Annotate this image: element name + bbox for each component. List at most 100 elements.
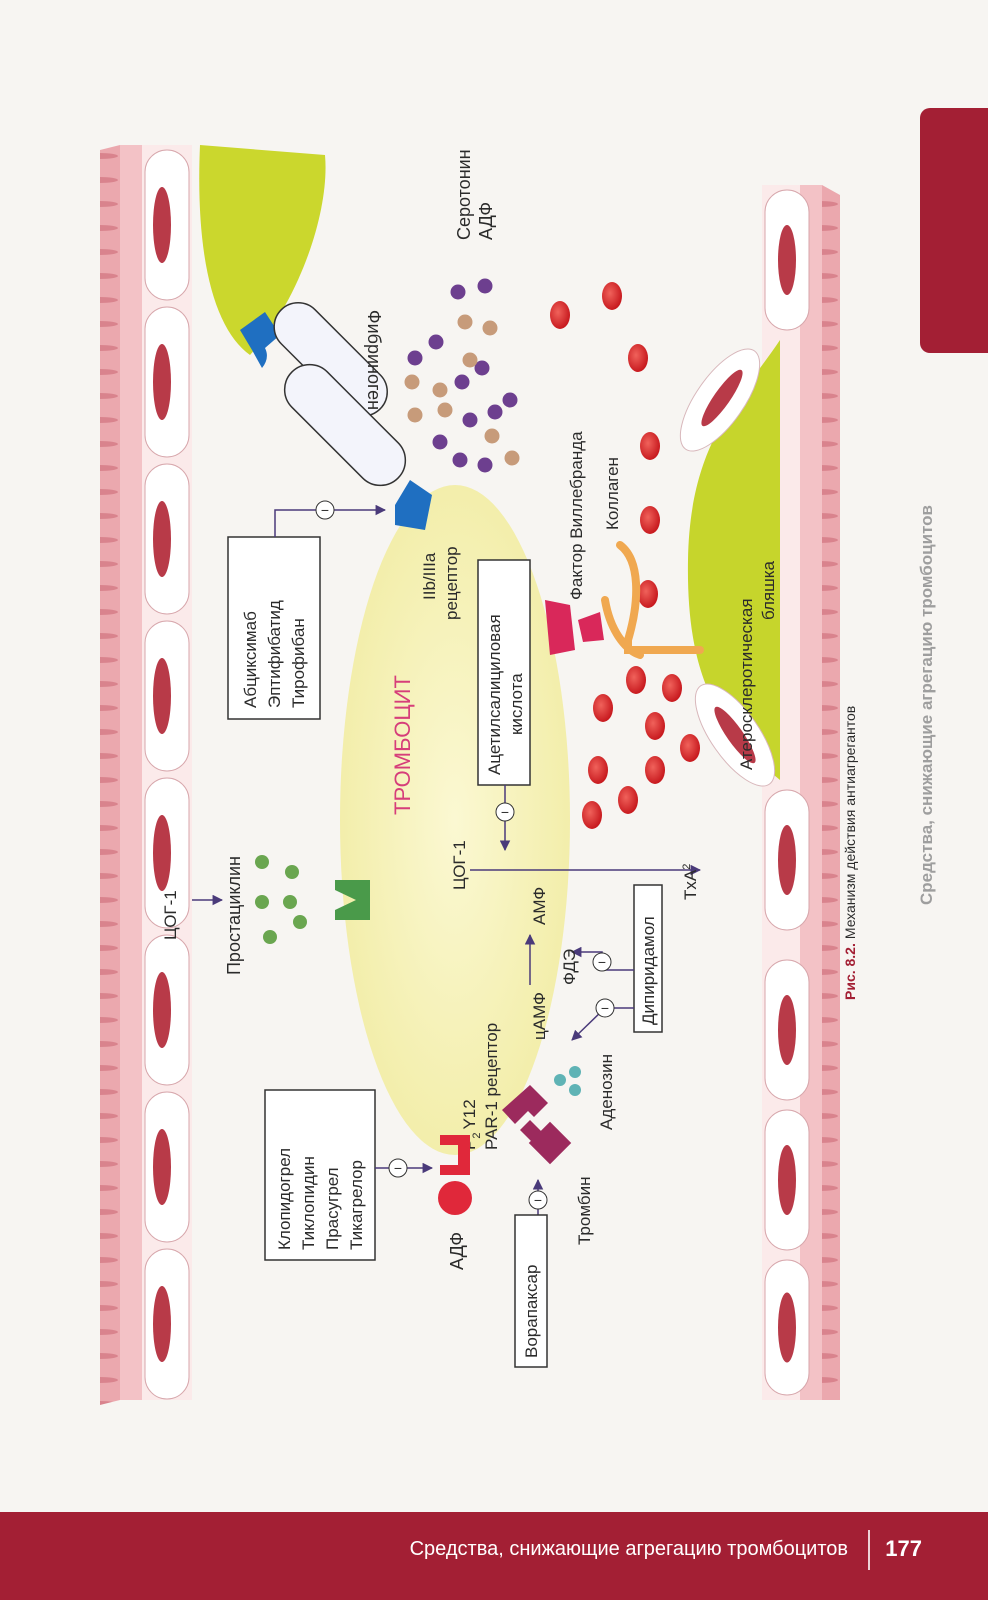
red-blood-cell xyxy=(640,506,660,534)
chapter-tab xyxy=(920,108,988,353)
atherosclerotic-plaque: Атеросклеротическая бляшка xyxy=(679,340,780,787)
amp-label: АМФ xyxy=(530,887,549,925)
red-blood-cells xyxy=(550,282,700,829)
drug-eptifibatide: Эптифибатид xyxy=(265,600,284,708)
serotonin-granule xyxy=(477,278,493,294)
par1-receptor xyxy=(502,1085,572,1165)
drug-prasugrel: Прасугрел xyxy=(323,1167,342,1250)
adp-granule xyxy=(484,428,500,444)
vorapaxar-label: Ворапаксар xyxy=(522,1265,541,1358)
cog1-inner-label: ЦОГ-1 xyxy=(450,840,469,890)
adp-granule xyxy=(437,402,453,418)
collagen-label: Коллаген xyxy=(603,457,622,530)
figure-caption: Рис. 8.2. Механизм действия антиагреганто… xyxy=(842,706,858,1000)
drug-ticagrelor: Тикагрелор xyxy=(347,1160,366,1250)
red-blood-cell xyxy=(662,674,682,702)
prostacyclin-receptor xyxy=(335,880,370,920)
dipyridamole-label: Дипиридамол xyxy=(639,916,658,1025)
prostacyclin-label: Простациклин xyxy=(224,856,244,975)
p2y12-sub: 2 xyxy=(471,1133,483,1139)
camp-label: цАМФ xyxy=(530,992,549,1040)
page-footer: Средства, снижающие агрегацию тромбоцито… xyxy=(0,1512,988,1600)
cog1-top-label: ЦОГ-1 xyxy=(161,890,180,940)
red-blood-cell xyxy=(680,734,700,762)
cell-nucleus xyxy=(153,972,171,1048)
minus-p2y12: − xyxy=(394,1160,402,1176)
serotonin-granule xyxy=(428,334,444,350)
adp-granule xyxy=(407,407,423,423)
txa-label: TxA2 xyxy=(681,864,700,900)
adp-granule xyxy=(482,320,498,336)
page-number: 177 xyxy=(885,1536,922,1561)
serotonin-granule xyxy=(462,412,478,428)
serotonin-label: Серотонин xyxy=(454,149,474,240)
cell-nucleus xyxy=(153,187,171,263)
aspirin-label-1: Ацетилсалициловая xyxy=(485,614,504,775)
aspirin-box: Ацетилсалициловая кислота − xyxy=(477,559,531,852)
cell-nucleus xyxy=(778,1292,796,1363)
serotonin-granule xyxy=(477,457,493,473)
caption-prefix: Рис. 8.2. xyxy=(842,943,858,1000)
serotonin-granule xyxy=(432,434,448,450)
vessel-wall-left xyxy=(100,145,192,1405)
minus-adenosine: − xyxy=(601,1000,609,1016)
p2y12-inhibitors-box: Клопидогрел Тиклопидин Прасугрел Тикагре… xyxy=(264,1089,434,1261)
plaque-label-2: бляшка xyxy=(759,560,778,620)
minus-gp: − xyxy=(321,502,329,518)
cell-nucleus xyxy=(153,1286,171,1362)
red-blood-cell xyxy=(645,712,665,740)
cell-nucleus xyxy=(153,501,171,577)
adp-granule xyxy=(462,352,478,368)
iib-label-2: рецептор xyxy=(442,546,461,620)
footer-separator xyxy=(868,1530,870,1570)
minus-vorapaxar: − xyxy=(534,1192,542,1208)
adenosine-label: Аденозин xyxy=(597,1054,616,1130)
red-blood-cell xyxy=(588,756,608,784)
txa-sub: 2 xyxy=(681,864,693,870)
fibrinogen-label: Фибриноген xyxy=(364,310,384,410)
dipyridamole-box: Дипиридамол − − xyxy=(570,884,663,1041)
granules xyxy=(404,278,520,473)
vorapaxar-box: Ворапаксар xyxy=(514,1214,548,1368)
red-blood-cell xyxy=(645,756,665,784)
red-blood-cell xyxy=(640,432,660,460)
adp-granule xyxy=(432,382,448,398)
fibrinogen: Фибриноген xyxy=(240,302,432,530)
thrombin-label: Тромбин xyxy=(575,1177,594,1245)
cell-nucleus xyxy=(778,995,796,1065)
serotonin-granule xyxy=(487,404,503,420)
cell-nucleus xyxy=(153,658,171,734)
adhered-platelet-top xyxy=(199,145,326,355)
txa-main: TxA xyxy=(681,869,700,900)
drug-clopidogrel: Клопидогрел xyxy=(275,1148,294,1250)
red-blood-cell xyxy=(626,666,646,694)
serotonin-granule xyxy=(502,392,518,408)
adf-top-label: АДФ xyxy=(476,202,496,240)
footer-title: Средства, снижающие агрегацию тромбоцито… xyxy=(409,1538,848,1560)
vwf-collagen: Фактор Виллебранда Коллаген xyxy=(545,431,704,659)
serotonin-granule xyxy=(474,360,490,376)
cell-nucleus xyxy=(153,1129,171,1205)
red-blood-cell xyxy=(638,580,658,608)
side-title: Средства, снижающие агрегацию тромбоцито… xyxy=(917,505,936,905)
pde-label: ФДЭ xyxy=(560,949,579,985)
caption-text: Механизм действия антиагрегантов xyxy=(842,706,858,939)
adp-granule xyxy=(457,314,473,330)
drug-abciximab: Абциксимаб xyxy=(241,611,260,708)
cell-nucleus xyxy=(778,225,796,295)
serotonin-granule xyxy=(450,284,466,300)
red-blood-cell xyxy=(593,694,613,722)
p2y12-receptor xyxy=(438,1135,472,1215)
minus-aspirin: − xyxy=(501,804,509,820)
cell-nucleus xyxy=(778,1145,796,1215)
serotonin-granule xyxy=(454,374,470,390)
adenosine-molecules xyxy=(554,1066,581,1096)
serotonin-granule xyxy=(452,452,468,468)
adp-granule xyxy=(404,374,420,390)
drug-tirofiban: Тирофибан xyxy=(289,618,308,708)
platelet-label: ТРОМБОЦИТ xyxy=(390,675,415,815)
iib-label-1: IIb/IIIa xyxy=(420,552,439,600)
serotonin-granule xyxy=(407,350,423,366)
red-blood-cell xyxy=(602,282,622,310)
